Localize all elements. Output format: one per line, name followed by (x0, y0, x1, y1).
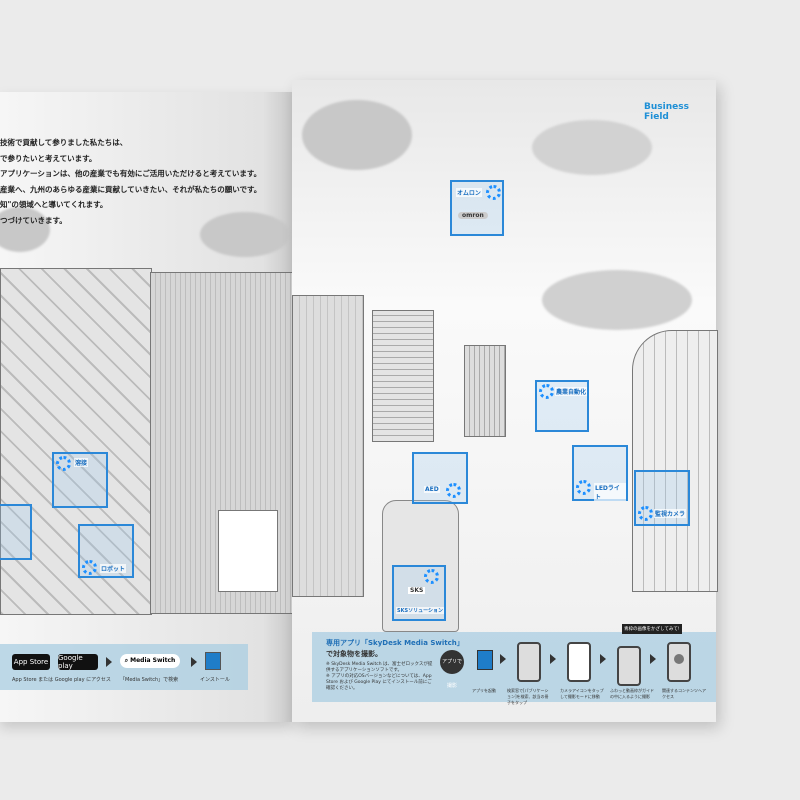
app-install-bar: App Store Google play ⌕ Media Switch App… (0, 644, 248, 690)
arrow-icon (600, 654, 606, 664)
intro-line: で参りたいと考えています。 (0, 153, 97, 163)
phone-step-3 (567, 642, 591, 682)
arrow-icon (550, 654, 556, 664)
cloud (532, 120, 652, 175)
callout-machine[interactable] (0, 504, 32, 560)
callout-label: オムロン (456, 188, 482, 197)
search-field[interactable]: ⌕ Media Switch (120, 654, 180, 668)
step-caption: カメラアイコンをタップして撮影モードに移動 (560, 688, 604, 699)
app-icon[interactable] (205, 652, 221, 670)
entrance (218, 510, 278, 592)
app-guide-panel: 専用アプリ「SkyDesk Media Switch」 で対象物を撮影。 ※ S… (312, 624, 716, 705)
search-value: Media Switch (130, 657, 176, 664)
intro-line: つづけていきます。 (0, 215, 67, 225)
curved-building (632, 330, 718, 592)
intro-text: 技術で貢献して参りました私たちは、 で参りたいと考えています。 アプリケーション… (0, 135, 261, 228)
tower (464, 345, 506, 437)
license-plate: SKS (408, 587, 426, 594)
media-switch-icon (56, 456, 71, 471)
phone-step-2 (517, 642, 541, 682)
callout-label: 農業自動化 (555, 387, 587, 396)
arrow-icon (191, 657, 197, 667)
google-play-badge[interactable]: Google play (58, 654, 98, 670)
step-caption: アプリを起動 (472, 688, 496, 693)
arrow-icon (500, 654, 506, 664)
cloud (302, 100, 412, 170)
intro-line: アプリケーションは、他の産業でも有効にご活用いただけると考えています。 (0, 169, 262, 178)
callout-welding[interactable]: 溶接 (52, 452, 108, 508)
caption: App Store または Google play にアクセス (12, 677, 111, 683)
omron-blimp-logo: omron (458, 212, 488, 219)
cloud (200, 212, 290, 257)
callout-label: 監視カメラ (654, 509, 687, 518)
app-icon[interactable] (477, 650, 493, 670)
callout-label: SKSソリューション (396, 607, 444, 614)
callout-camera[interactable]: 監視カメラ (634, 470, 690, 526)
section-label: Business Field (644, 102, 689, 122)
callout-agriculture[interactable]: 農業自動化 (535, 380, 589, 432)
play-icon (674, 654, 684, 664)
intro-line: 技術で貢献して参りました私たちは、 (0, 138, 128, 147)
left-page: 溶接 ロボット App Store Google play ⌕ Media Sw… (0, 92, 312, 722)
step-caption: ふわっと動画枠がガイドの中に入るように撮影 (610, 688, 654, 699)
phone-step-4 (617, 646, 641, 686)
right-page: Business Field オムロン omron 農業自動化 AED LEDライ… (292, 80, 718, 722)
media-switch-icon (576, 480, 591, 495)
step-caption: 検索窓で[パブリケーション]を検索、該当の冊子をタップ (507, 688, 549, 705)
media-switch-icon (82, 560, 97, 575)
app-panel-subtitle: で対象物を撮影。 (326, 650, 382, 658)
note: ※ SkyDesk Media Switch は、富士ゼロックスが提供するアプリ… (326, 662, 433, 673)
callout-led[interactable]: LEDライト (572, 445, 628, 501)
building (292, 295, 364, 597)
media-switch-icon (486, 185, 501, 200)
search-icon: ⌕ (124, 657, 131, 664)
app-store-badge[interactable]: App Store (12, 654, 50, 670)
brochure-spread: 溶接 ロボット App Store Google play ⌕ Media Sw… (0, 80, 718, 725)
callout-label: AED (424, 486, 440, 493)
app-panel-title: 専用アプリ「SkyDesk Media Switch」 (326, 639, 464, 647)
caption: インストール (200, 677, 230, 683)
callout-robot[interactable]: ロボット (78, 524, 134, 578)
callout-label: ロボット (100, 564, 127, 573)
arrow-icon (106, 657, 112, 667)
media-switch-icon (539, 384, 554, 399)
callout-label: LEDライト (594, 483, 626, 501)
cloud (542, 270, 692, 330)
tip-bubble: 青枠の画像をかざしてみて! (622, 624, 682, 634)
tower (372, 310, 434, 442)
callout-label: 溶接 (74, 458, 89, 467)
media-switch-icon (424, 569, 439, 584)
note: ※ アプリの対応OSバージョンなどについては、App Store および Goo… (326, 674, 432, 691)
callout-aed[interactable]: AED (412, 452, 468, 504)
intro-line: 知"の領域へと導いてくれます。 (0, 200, 108, 209)
app-panel-notes: ※ SkyDesk Media Switch は、富士ゼロックスが提供するアプリ… (326, 662, 434, 692)
step-caption: 関連するコンテンツへアクセス (662, 688, 706, 699)
arrow-icon (650, 654, 656, 664)
phone-step-5 (667, 642, 691, 682)
callout-sks[interactable]: SKS SKSソリューション (392, 565, 446, 621)
caption: 「Media Switch」で検索 (120, 677, 179, 683)
cloud (0, 207, 50, 252)
intro-line: 産業へ、九州のあらゆる産業に貢献していきたい、それが私たちの願いです。 (0, 184, 262, 194)
shoot-badge: アプリで撮影 (440, 650, 464, 689)
media-switch-icon (446, 483, 461, 498)
callout-omron[interactable]: オムロン omron (450, 180, 504, 236)
media-switch-icon (638, 506, 653, 521)
